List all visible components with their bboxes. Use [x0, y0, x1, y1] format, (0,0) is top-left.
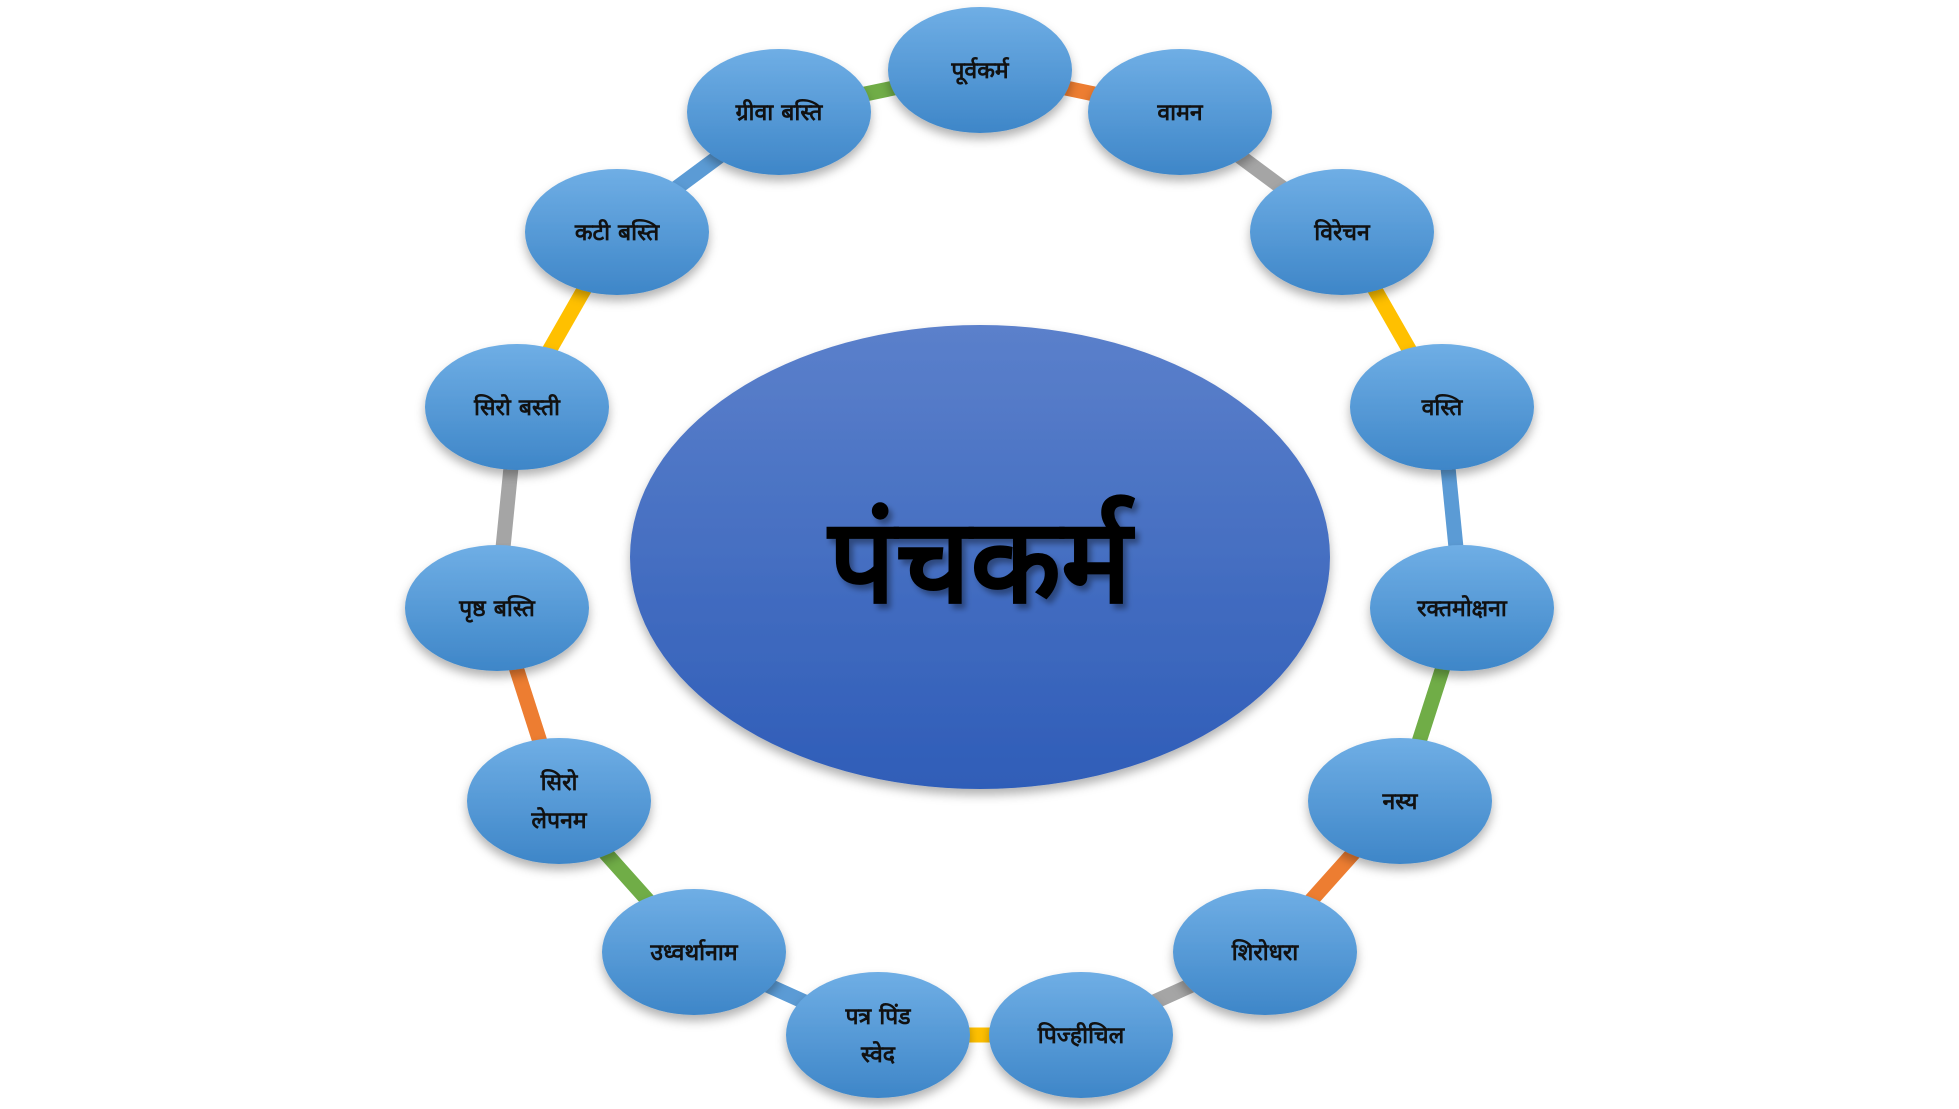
node-label: पत्र पिंड स्वेद	[844, 1002, 911, 1068]
node-ellipse	[786, 972, 970, 1098]
node-label: पृष्ठ बस्ति	[458, 594, 536, 623]
cycle-node: सिरो लेपनम	[467, 738, 651, 864]
cycle-node: पूर्वकर्म	[888, 7, 1072, 133]
node-label: सिरो बस्ती	[473, 393, 561, 421]
node-ellipse	[1173, 889, 1357, 1015]
node-ellipse	[1370, 545, 1554, 671]
node-label: शिरोधरा	[1231, 938, 1300, 966]
cycle-node: विरेचन	[1250, 169, 1434, 295]
node-label-line: पत्र पिंड	[844, 1002, 911, 1030]
cycle-node: वस्ति	[1350, 344, 1534, 470]
node-label: रक्तमोक्षना	[1416, 594, 1508, 622]
cycle-nodes: पूर्वकर्म वामन विरेचन वस्ति रक्तमोक्षना नस्य श…	[405, 7, 1554, 1098]
node-label-line: सिरो	[540, 768, 579, 796]
cycle-node: रक्तमोक्षना	[1370, 545, 1554, 671]
node-ellipse	[989, 972, 1173, 1098]
node-label: कटी बस्ति	[574, 218, 660, 246]
node-label: नस्य	[1381, 789, 1419, 815]
node-label: उध्वर्थानाम	[649, 938, 738, 966]
node-ellipse	[602, 889, 786, 1015]
node-label: वामन	[1156, 100, 1203, 126]
node-ellipse	[467, 738, 651, 864]
center-ellipse	[630, 325, 1330, 789]
node-ellipse	[1088, 49, 1272, 175]
cycle-node: वामन	[1088, 49, 1272, 175]
center-hub: पंचकर्म	[630, 325, 1330, 789]
node-ellipse	[888, 7, 1072, 133]
center-title: पंचकर्म	[826, 492, 1136, 630]
cycle-node: पत्र पिंड स्वेद	[786, 972, 970, 1098]
node-label: विरेचन	[1313, 218, 1371, 246]
cycle-node: ग्रीवा बस्ति	[687, 49, 871, 175]
cycle-node: उध्वर्थानाम	[602, 889, 786, 1015]
node-ellipse	[1350, 344, 1534, 470]
cycle-node: पिज्हीचिल	[989, 972, 1173, 1098]
node-ellipse	[687, 49, 871, 175]
node-ellipse	[525, 169, 709, 295]
node-label: सिरो लेपनम	[530, 768, 587, 834]
cycle-node: पृष्ठ बस्ति	[405, 545, 589, 671]
node-label: पूर्वकर्म	[950, 56, 1010, 85]
node-ellipse	[1250, 169, 1434, 295]
node-label: ग्रीवा बस्ति	[735, 98, 824, 126]
node-label: वस्ति	[1421, 393, 1464, 421]
node-ellipse	[425, 344, 609, 470]
node-ellipse	[1308, 738, 1492, 864]
cycle-node: नस्य	[1308, 738, 1492, 864]
node-label: पिज्हीचिल	[1037, 1021, 1126, 1049]
node-ellipse	[405, 545, 589, 671]
cycle-node: शिरोधरा	[1173, 889, 1357, 1015]
cycle-node: कटी बस्ति	[525, 169, 709, 295]
cycle-node: सिरो बस्ती	[425, 344, 609, 470]
node-label-line: स्वेद	[860, 1040, 896, 1068]
node-label-line: लेपनम	[530, 806, 587, 834]
